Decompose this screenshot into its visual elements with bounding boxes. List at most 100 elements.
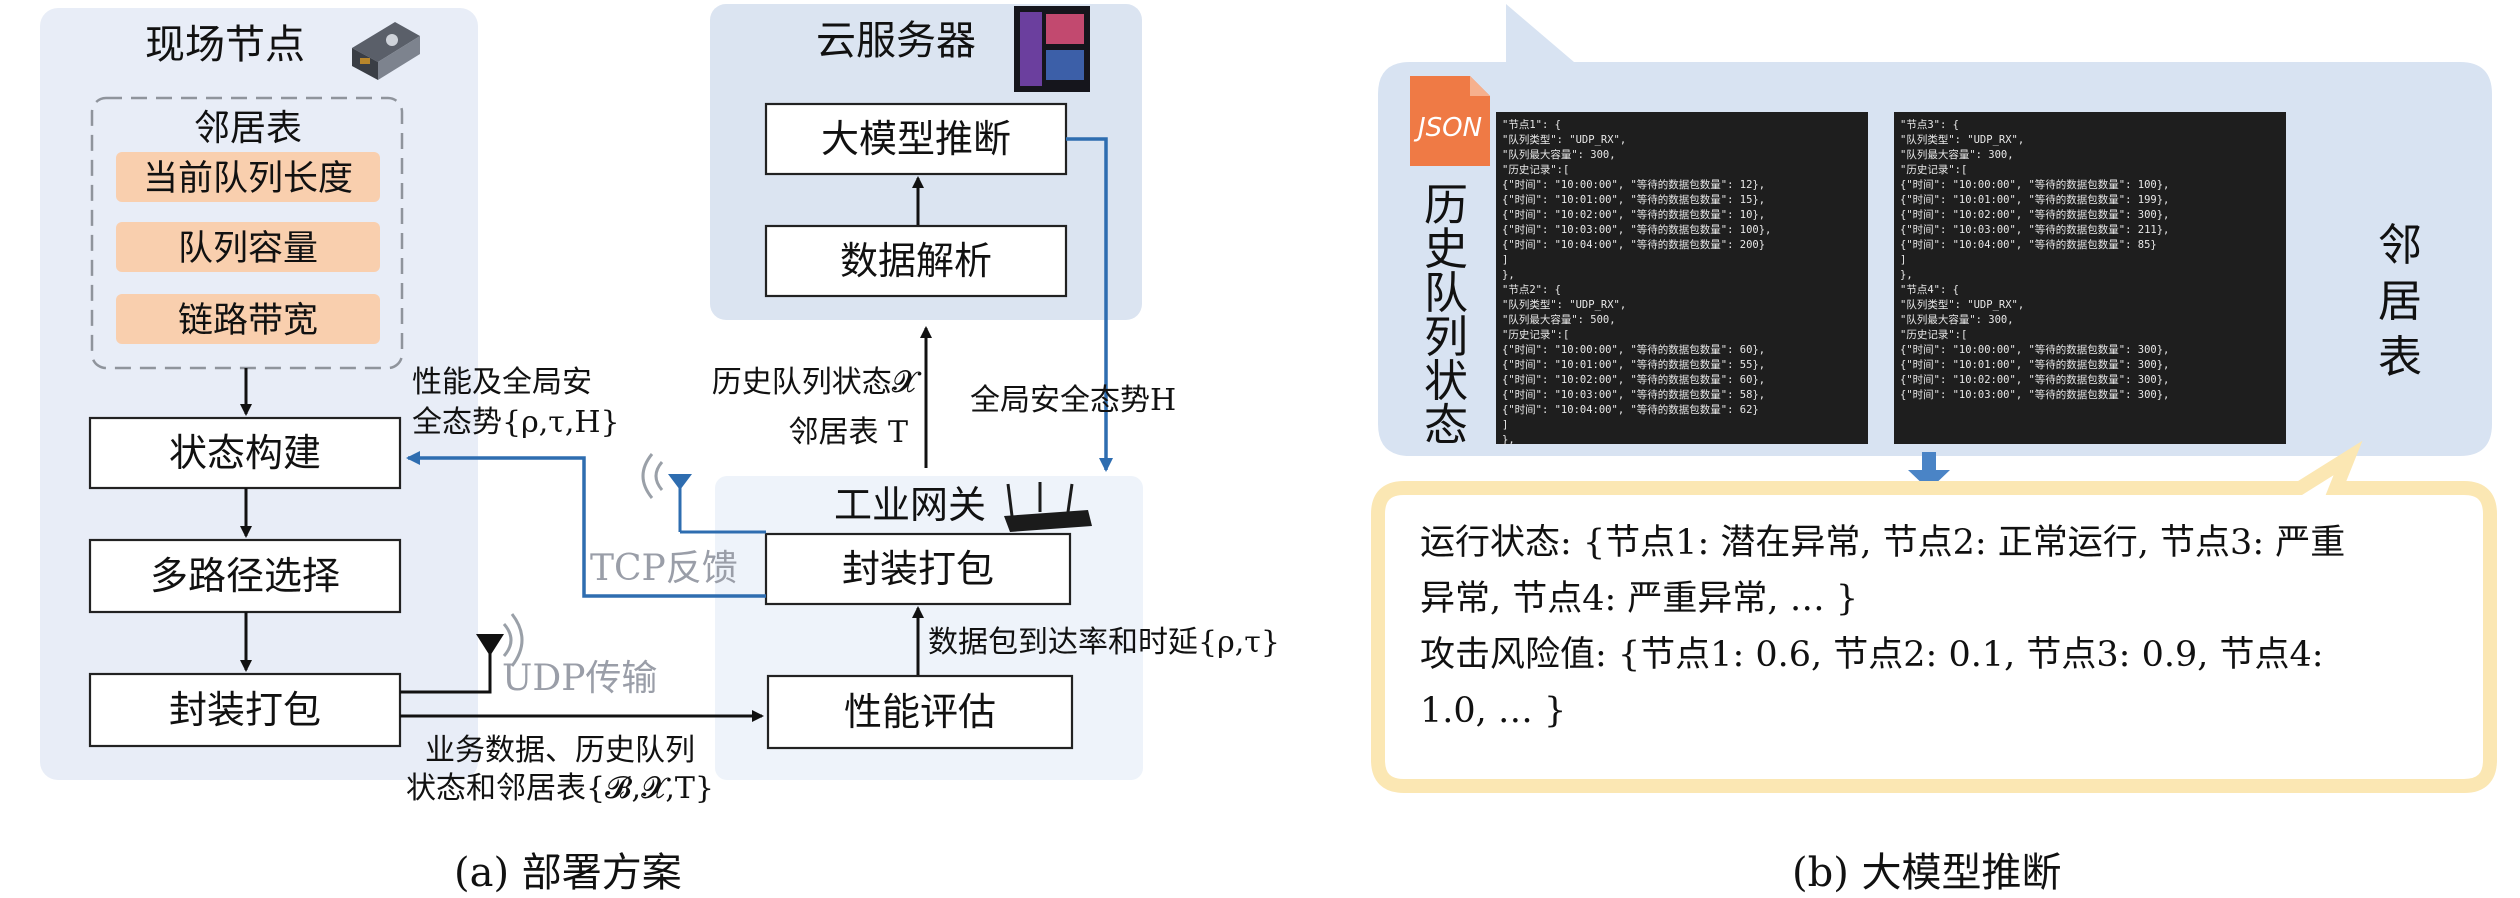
code-line: {"时间": "10:04:00", "等待的数据包数量": 85} — [1900, 238, 2157, 251]
neighbor-vertical-label: 邻居表 — [2378, 220, 2422, 383]
neighbor-item-1: 当前队列长度 — [143, 159, 353, 199]
perf-eval-label: 性能评估 — [844, 690, 996, 734]
server-icon — [1014, 6, 1090, 92]
neighbor-item-3: 链路带宽 — [178, 301, 318, 341]
code-line: {"时间": "10:01:00", "等待的数据包数量": 55}, — [1502, 358, 1765, 371]
vertical-char: 史 — [1424, 224, 1468, 275]
code-line: {"时间": "10:02:00", "等待的数据包数量": 300}, — [1900, 373, 2169, 386]
vertical-char: 表 — [2378, 332, 2422, 383]
udp-label: UDP传输 — [502, 658, 657, 699]
data-parse-label: 数据解析 — [840, 239, 992, 283]
neighbor-item-box-1 — [116, 152, 380, 202]
node-pack-label: 封装打包 — [169, 688, 321, 732]
code-line: "历史记录":[ — [1900, 329, 1967, 341]
code-line: {"时间": "10:03:00", "等待的数据包数量": 100}, — [1502, 223, 1771, 236]
arrow-tcp-feedback — [406, 451, 766, 598]
code-line: }, — [1502, 269, 1515, 281]
code-panel-left — [1496, 112, 1868, 444]
json-badge-label: JSON — [1413, 113, 1482, 143]
router-icon — [1004, 482, 1092, 532]
data-parse-box — [764, 224, 1068, 298]
code-line: }, — [1900, 269, 1913, 281]
feedback-label-line2: 全态势{ρ,τ,H} — [412, 405, 620, 440]
tcp-label: TCP反馈 — [590, 548, 738, 589]
gateway-antenna-icon — [641, 453, 692, 532]
field-node-title: 现场节点 — [145, 22, 305, 68]
vertical-char: 态 — [1424, 400, 1468, 451]
code-line: "队列最大容量": 500, — [1502, 313, 1616, 326]
code-line: "队列最大容量": 300, — [1502, 148, 1616, 161]
code-line: "历史记录":[ — [1900, 164, 1967, 176]
code-line: {"时间": "10:01:00", "等待的数据包数量": 199}, — [1900, 193, 2169, 206]
neighbor-item-box-3 — [116, 294, 380, 344]
code-line: "队列类型": "UDP_RX", — [1900, 133, 2024, 146]
arrow-cloud-to-gateway — [1066, 137, 1113, 472]
code-line: }, — [1502, 434, 1515, 446]
code-line: "队列类型": "UDP_RX", — [1502, 133, 1626, 146]
biz-label-line1: 业务数据、历史队列 — [425, 733, 695, 768]
code-line: {"时间": "10:04:00", "等待的数据包数量": 200} — [1502, 238, 1765, 251]
code-line: "队列类型": "UDP_RX", — [1900, 298, 2024, 311]
biz-label-line2: 状态和邻居表{𝓑,𝓧,T} — [406, 771, 714, 806]
code-line: "队列最大容量": 300, — [1900, 313, 2014, 326]
gateway-pack-label: 封装打包 — [842, 547, 994, 591]
code-line: "队列最大容量": 300, — [1900, 148, 2014, 161]
raspberry-pi-icon — [352, 22, 420, 80]
node-antenna-icon — [476, 613, 524, 667]
answer-text: 运行状态: {节点1: 潜在异常, 节点2: 正常运行, 节点3: 严重 异常,… — [1420, 515, 2460, 739]
code-line: {"时间": "10:03:00", "等待的数据包数量": 58}, — [1502, 388, 1765, 401]
code-line: {"时间": "10:00:00", "等待的数据包数量": 12}, — [1502, 178, 1765, 191]
code-lines-right: "节点3": { "队列类型": "UDP_RX", "队列最大容量": 300… — [1900, 119, 2169, 401]
code-line: {"时间": "10:00:00", "等待的数据包数量": 300}, — [1900, 343, 2169, 356]
global-H-label: 全局安全态势H — [970, 383, 1176, 418]
cloud-title: 云服务器 — [816, 18, 976, 64]
multipath-label: 多路径选择 — [150, 554, 340, 598]
code-line: {"时间": "10:02:00", "等待的数据包数量": 300}, — [1900, 208, 2169, 221]
caption-a: (a) 部署方案 — [454, 850, 682, 896]
risk-line-1: 攻击风险值: {节点1: 0.6, 节点2: 0.1, 节点3: 0.9, 节点… — [1420, 635, 2324, 675]
code-line: {"时间": "10:01:00", "等待的数据包数量": 15}, — [1502, 193, 1765, 206]
node-pack-box — [88, 672, 402, 748]
code-line: ] — [1502, 419, 1508, 431]
perf-eval-box — [766, 674, 1074, 750]
code-line: {"时间": "10:02:00", "等待的数据包数量": 60}, — [1502, 373, 1765, 386]
code-line: {"时间": "10:03:00", "等待的数据包数量": 300}, — [1900, 388, 2169, 401]
status-line-1: 运行状态: {节点1: 潜在异常, 节点2: 正常运行, 节点3: 严重 — [1420, 523, 2346, 563]
code-panel-right — [1894, 112, 2286, 444]
code-line: "节点2": { — [1502, 284, 1561, 296]
rate-delay-label: 数据包到达率和时延{ρ,τ} — [928, 625, 1280, 660]
code-line: ] — [1502, 254, 1508, 266]
code-line: "历史记录":[ — [1502, 329, 1569, 341]
code-line: {"时间": "10:02:00", "等待的数据包数量": 10}, — [1502, 208, 1765, 221]
code-lines-left: "节点1": { "队列类型": "UDP_RX", "队列最大容量": 300… — [1502, 119, 1771, 446]
hist-state-label: 历史队列状态𝓧 — [712, 365, 922, 400]
code-line: {"时间": "10:00:00", "等待的数据包数量": 60}, — [1502, 343, 1765, 356]
json-file-icon — [1410, 76, 1490, 166]
vertical-char: 列 — [1424, 312, 1468, 363]
neighbor-item-2: 队列容量 — [178, 229, 318, 269]
risk-line-2: 1.0, … } — [1420, 691, 1567, 731]
answer-box — [1371, 440, 2497, 793]
code-line: "节点1": { — [1502, 119, 1561, 131]
gateway-pack-box — [764, 532, 1072, 606]
code-line: {"时间": "10:03:00", "等待的数据包数量": 211}, — [1900, 223, 2169, 236]
llm-infer-label: 大模型推断 — [821, 117, 1011, 161]
code-line: "节点4": { — [1900, 284, 1959, 296]
vertical-char: 居 — [2378, 276, 2422, 327]
caption-b: (b) 大模型推断 — [1792, 850, 2062, 896]
code-line: {"时间": "10:04:00", "等待的数据包数量": 62} — [1502, 403, 1759, 416]
neighbor-table-title: 邻居表 — [194, 108, 302, 149]
vertical-char: 邻 — [2378, 220, 2422, 271]
code-line: "队列类型": "UDP_RX", — [1502, 298, 1626, 311]
gateway-title: 工业网关 — [834, 483, 986, 527]
code-line: "历史记录":[ — [1502, 164, 1569, 176]
neighbor-T-label: 邻居表 T — [788, 415, 908, 450]
vertical-char: 状 — [1424, 356, 1468, 407]
status-line-2: 异常, 节点4: 严重异常, … } — [1420, 579, 1859, 619]
code-line: {"时间": "10:01:00", "等待的数据包数量": 300}, — [1900, 358, 2169, 371]
feedback-label-line1: 性能及全局安 — [412, 365, 592, 400]
vertical-char: 队 — [1424, 268, 1468, 319]
neighbor-item-box-2 — [116, 222, 380, 272]
down-arrow-icon — [1908, 452, 1950, 490]
state-build-label: 状态构建 — [169, 431, 321, 475]
